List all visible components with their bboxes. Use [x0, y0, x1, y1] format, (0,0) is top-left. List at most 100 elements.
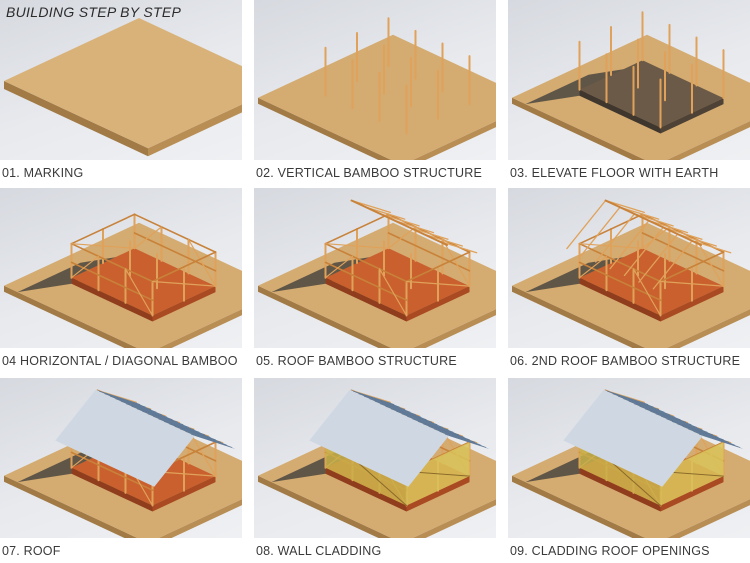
roof-corrugation: [353, 391, 395, 405]
roof-corrugation: [677, 423, 719, 438]
step-caption-3: 03. ELEVATE FLOOR WITH EARTH: [510, 166, 719, 180]
roof-corrugation: [109, 396, 151, 410]
bamboo-diagonal: [70, 255, 100, 279]
roof-corrugation: [190, 433, 232, 448]
bamboo-diagonal: [641, 226, 671, 249]
bamboo-beam: [324, 242, 408, 283]
step-drawing: [512, 389, 750, 538]
roof-corrugation: [661, 416, 703, 430]
ground-plate: [4, 18, 242, 149]
roof-corrugation: [655, 413, 697, 428]
roof-corrugation: [185, 431, 227, 446]
step-drawing: [258, 199, 496, 348]
roof-corrugation: [380, 403, 422, 418]
bamboo-beam: [133, 232, 217, 272]
bamboo-diagonal: [70, 243, 136, 249]
bamboo-beam: [151, 251, 217, 283]
bamboo-diagonal: [441, 238, 471, 287]
bamboo-diagonal: [387, 226, 417, 249]
roof-corrugation: [142, 411, 184, 425]
bamboo-beam: [70, 242, 154, 283]
roof-corrugation: [104, 393, 146, 408]
earth-floor-edge: [660, 476, 724, 512]
roof-corrugation: [434, 428, 476, 443]
step-caption-9: 09. CLADDING ROOF OPENINGS: [510, 544, 710, 558]
roof-sheet: [55, 389, 195, 487]
earth-floor-edge: [579, 467, 661, 512]
bamboo-beam: [70, 451, 154, 491]
roof-corrugation: [623, 398, 665, 413]
roof-corrugation: [607, 391, 649, 405]
roof-rafter: [595, 213, 636, 263]
step-caption-1: 01. MARKING: [2, 166, 84, 180]
roof-corrugation: [99, 391, 141, 405]
step-illustration-2: [254, 0, 496, 160]
roof-corrugation: [131, 406, 173, 420]
step-caption-7: 07. ROOF: [2, 544, 61, 558]
roof-corrugation: [693, 431, 735, 446]
roof-corrugation: [628, 401, 670, 415]
roof-corrugation: [612, 393, 654, 408]
bamboo-beam: [578, 242, 662, 283]
roof-rafter: [638, 233, 679, 283]
step-caption-2: 02. VERTICAL BAMBOO STRUCTURE: [256, 166, 482, 180]
bamboo-beam: [578, 213, 644, 245]
bamboo-beam: [324, 261, 408, 301]
ground-edge: [412, 121, 496, 160]
roof-corrugation: [158, 418, 200, 433]
roof-corrugation: [126, 403, 168, 418]
roof-corrugation: [169, 423, 211, 438]
roof-corrugation: [439, 431, 481, 446]
roof-corrugation: [174, 426, 216, 441]
roof-corrugation: [153, 416, 195, 430]
roof-ridge: [350, 199, 448, 246]
earth-floor-edge: [579, 89, 661, 134]
roof-corrugation: [163, 421, 205, 435]
step-illustration-1: [0, 0, 242, 160]
bamboo-beam: [70, 213, 136, 245]
step-caption-5: 05. ROOF BAMBOO STRUCTURE: [256, 354, 457, 368]
step-illustration-7: [0, 378, 242, 538]
step-drawing: [4, 213, 242, 348]
earth-floor-edge: [660, 286, 724, 322]
ground-plate: [258, 34, 496, 160]
step-drawing: [512, 199, 750, 348]
roof-corrugation: [688, 428, 730, 443]
earth-floor-edge: [325, 277, 407, 322]
bamboo-beam: [659, 251, 725, 283]
roof-sheet: [309, 389, 449, 487]
roof-rafter: [609, 219, 650, 270]
earth-floor-edge: [152, 476, 216, 512]
step-drawing: [258, 17, 496, 160]
ground-edge: [512, 285, 646, 348]
bamboo-diagonal: [578, 255, 608, 279]
earth-floor-edge: [71, 467, 153, 512]
bamboo-diagonal: [659, 280, 725, 287]
roof-corrugation: [698, 433, 740, 448]
roof-corrugation: [417, 421, 459, 435]
step-drawing: [512, 11, 750, 160]
step-drawing: [4, 18, 242, 157]
earth-floor: [325, 248, 470, 316]
roof-corrugation: [374, 401, 416, 415]
roof-corrugation: [369, 398, 411, 413]
bamboo-beam: [133, 213, 217, 253]
ground-edge: [512, 97, 646, 160]
roof-corrugation: [115, 398, 157, 413]
ground-edge: [512, 475, 646, 538]
roof-corrugation: [180, 428, 222, 443]
roof-corrugation: [617, 396, 659, 410]
roof-corrugation: [634, 403, 676, 418]
roof-corrugation: [401, 413, 443, 428]
bamboo-beam: [70, 261, 154, 301]
bamboo-diagonal: [324, 255, 354, 279]
bamboo-diagonal: [133, 226, 163, 249]
earth-floor: [579, 248, 724, 316]
earth-floor-edge: [152, 286, 216, 322]
roof-corrugation: [650, 411, 692, 425]
ground-edge: [4, 475, 138, 538]
bamboo-beam: [578, 261, 662, 301]
ground-edge: [4, 81, 148, 157]
roof-sheet: [563, 389, 703, 487]
bamboo-diagonal: [632, 268, 662, 317]
